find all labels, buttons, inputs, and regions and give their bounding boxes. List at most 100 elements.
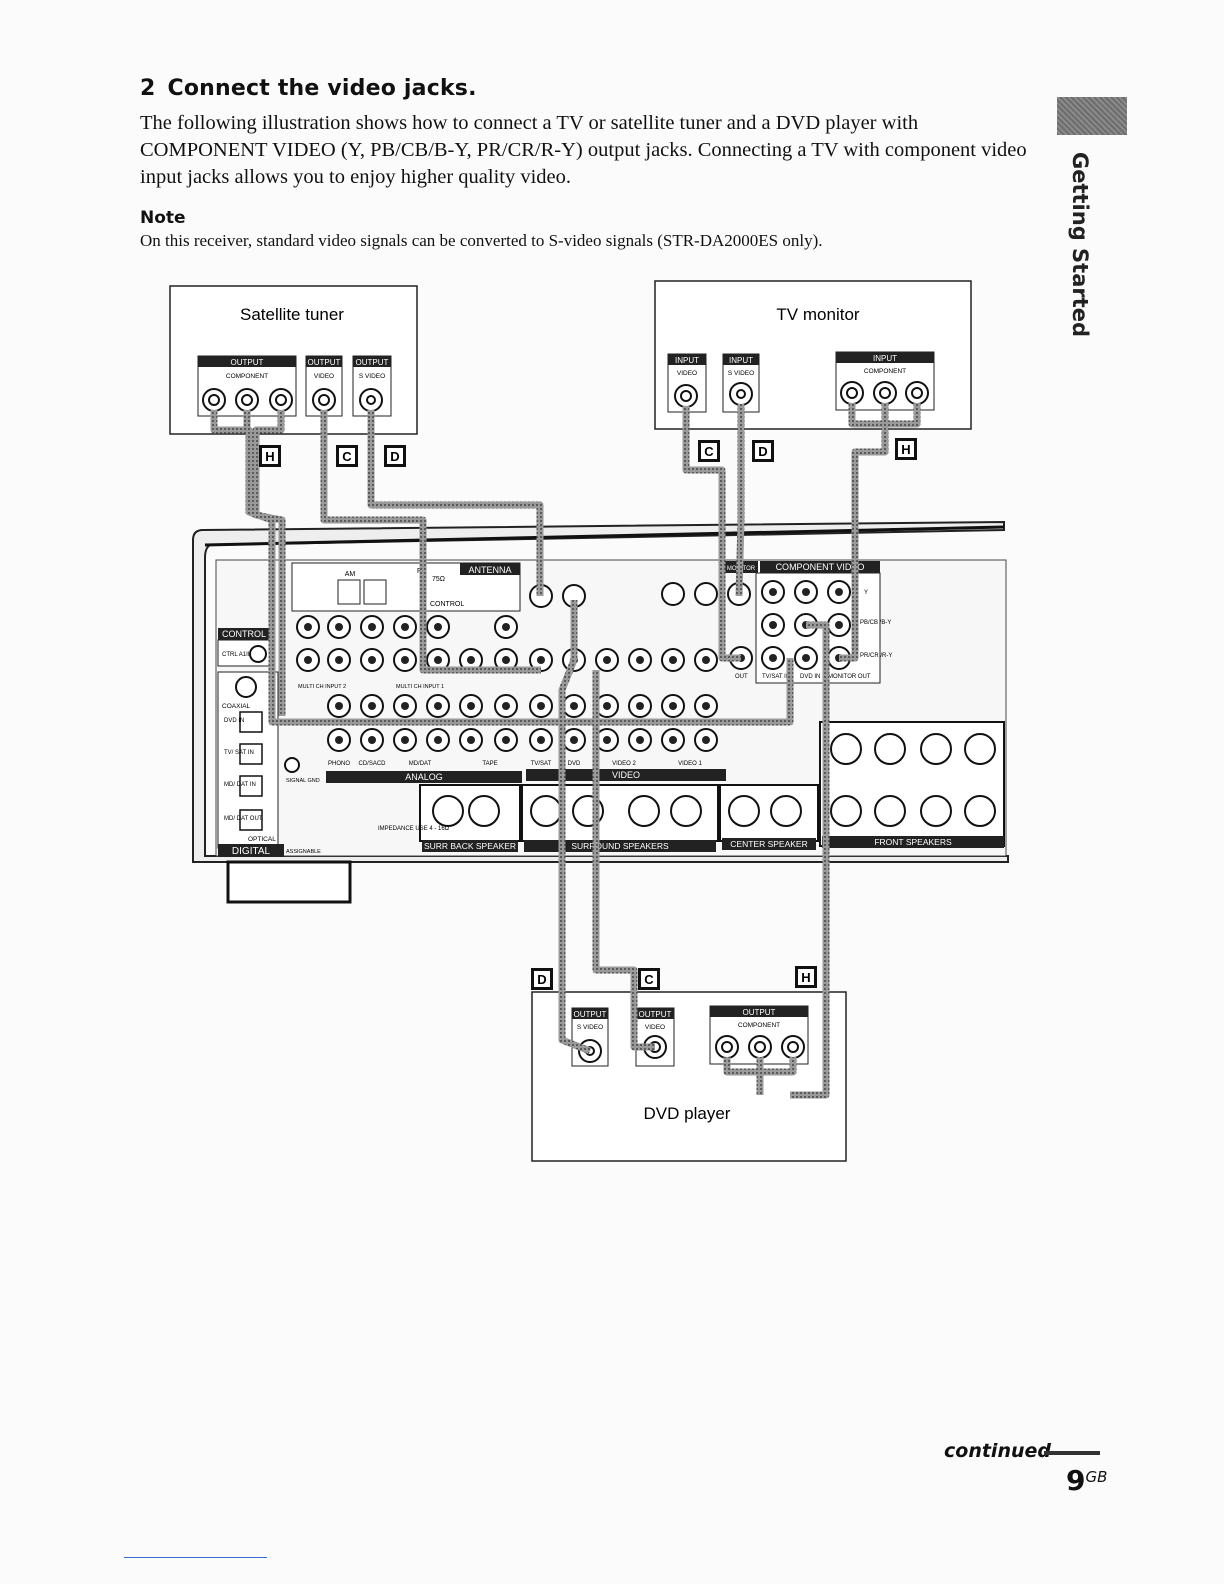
svg-text:OUTPUT: OUTPUT	[639, 1010, 672, 1019]
tag-d-dvd: D	[531, 968, 553, 990]
dvd-player-label: DVD player	[644, 1104, 731, 1123]
svg-text:MULTI CH INPUT 2: MULTI CH INPUT 2	[298, 684, 346, 690]
tag-c-satellite: C	[336, 445, 358, 467]
continued-label: continued	[944, 1440, 1051, 1462]
tag-h-dvd: H	[795, 966, 817, 988]
svg-text:COMPONENT: COMPONENT	[864, 368, 906, 375]
svg-text:S VIDEO: S VIDEO	[728, 370, 754, 377]
svg-text:IMPEDANCE USE 4 - 16Ω: IMPEDANCE USE 4 - 16Ω	[378, 826, 450, 832]
svg-text:ANALOG: ANALOG	[405, 772, 443, 782]
svg-text:H: H	[265, 449, 274, 464]
svg-text:TV/SAT: TV/SAT	[531, 761, 552, 767]
page-number: 9GB	[1066, 1464, 1108, 1497]
tag-c-tv: C	[698, 440, 720, 462]
tag-d-satellite: D	[384, 445, 406, 467]
svg-text:CONTROL: CONTROL	[430, 601, 464, 608]
svg-text:D: D	[758, 444, 767, 459]
svg-text:MD/ DAT IN: MD/ DAT IN	[224, 782, 256, 788]
svg-text:CD/SACD: CD/SACD	[358, 761, 386, 767]
svg-text:VIDEO 2: VIDEO 2	[612, 761, 636, 767]
svg-text:D: D	[537, 972, 546, 987]
svg-text:H: H	[801, 970, 810, 985]
tag-c-dvd: C	[638, 968, 660, 990]
cable-tags: H C D C D H D C H	[259, 438, 917, 990]
tag-d-tv: D	[752, 440, 774, 462]
svg-text:TV/ SAT IN: TV/ SAT IN	[224, 750, 254, 756]
step-title: Connect the video jacks.	[167, 76, 477, 101]
svg-text:OUTPUT: OUTPUT	[356, 358, 389, 367]
step-number: 2	[140, 76, 156, 101]
tag-h-tv: H	[895, 438, 917, 460]
receiver-rear-panel: ANTENNA AM FM 75Ω CONTROL CONTROL CTRL A…	[192, 520, 1009, 904]
svg-text:INPUT: INPUT	[675, 356, 699, 365]
svg-text:OUTPUT: OUTPUT	[308, 358, 341, 367]
svg-text:FRONT SPEAKERS: FRONT SPEAKERS	[874, 837, 952, 847]
svg-text:PR/CR /R-Y: PR/CR /R-Y	[860, 653, 892, 659]
svg-text:INPUT: INPUT	[729, 356, 753, 365]
svg-text:COMPONENT: COMPONENT	[226, 373, 268, 380]
optical-inputs	[239, 711, 263, 831]
svg-text:VIDEO: VIDEO	[612, 770, 640, 780]
svg-text:CONTROL: CONTROL	[222, 629, 266, 639]
svg-text:MULTI CH INPUT 1: MULTI CH INPUT 1	[396, 684, 444, 690]
svg-text:CTRL A1II: CTRL A1II	[222, 652, 250, 658]
svg-text:D: D	[390, 449, 399, 464]
tv-monitor: TV monitor INPUT VIDEO INPUT S VIDEO INP…	[654, 280, 972, 430]
svg-text:COAXIAL: COAXIAL	[222, 703, 251, 710]
tag-h-satellite: H	[259, 445, 281, 467]
svg-text:DVD IN: DVD IN	[224, 718, 244, 724]
satellite-tuner-label: Satellite tuner	[240, 305, 344, 324]
svg-text:OUTPUT: OUTPUT	[743, 1008, 776, 1017]
svg-text:OPTICAL: OPTICAL	[248, 836, 276, 843]
svg-text:C: C	[342, 449, 352, 464]
svg-text:ANTENNA: ANTENNA	[468, 565, 511, 575]
svg-text:VIDEO: VIDEO	[677, 370, 697, 377]
svg-text:OUT: OUT	[735, 674, 748, 680]
page-suffix: GB	[1085, 1468, 1108, 1486]
svg-text:DVD IN: DVD IN	[800, 674, 820, 680]
note-title: Note	[140, 208, 186, 228]
svg-text:SURR BACK SPEAKER: SURR BACK SPEAKER	[424, 841, 516, 851]
footer-rule	[124, 1557, 267, 1558]
svg-text:PB/CB /B-Y: PB/CB /B-Y	[860, 620, 891, 626]
video-cables	[210, 403, 921, 1099]
svg-text:C: C	[704, 444, 714, 459]
svg-text:Y: Y	[864, 590, 868, 596]
body-paragraph: The following illustration shows how to …	[140, 112, 1027, 188]
tv-monitor-label: TV monitor	[776, 305, 859, 324]
svg-text:S VIDEO: S VIDEO	[359, 373, 385, 380]
svg-text:MD/DAT: MD/DAT	[409, 761, 432, 767]
svg-text:TV/SAT IN: TV/SAT IN	[762, 674, 790, 680]
svg-text:VIDEO 1: VIDEO 1	[678, 761, 702, 767]
section-tab-marker	[1057, 97, 1127, 135]
svg-text:H: H	[901, 442, 910, 457]
svg-text:SIGNAL GND: SIGNAL GND	[286, 778, 320, 784]
svg-text:OUTPUT: OUTPUT	[574, 1010, 607, 1019]
svg-text:INPUT: INPUT	[873, 354, 897, 363]
satellite-tuner: Satellite tuner OUTPUT COMPONENT OUTPUT …	[169, 285, 418, 435]
svg-text:VIDEO: VIDEO	[645, 1024, 665, 1031]
dvd-player: DVD player OUTPUT S VIDEO OUTPUT VIDEO O…	[531, 991, 847, 1162]
svg-text:MD/ DAT OUT: MD/ DAT OUT	[224, 816, 263, 822]
speaker-terminals	[419, 721, 1005, 847]
svg-text:DVD: DVD	[568, 761, 581, 767]
svg-text:PHONO: PHONO	[328, 761, 350, 767]
svg-text:SURROUND SPEAKERS: SURROUND SPEAKERS	[571, 841, 669, 851]
svg-text:COMPONENT: COMPONENT	[738, 1022, 780, 1029]
svg-text:ASSIGNABLE: ASSIGNABLE	[286, 849, 321, 855]
svg-text:MONITOR OUT: MONITOR OUT	[828, 674, 871, 680]
svg-text:COMPONENT VIDEO: COMPONENT VIDEO	[776, 562, 865, 572]
svg-text:S VIDEO: S VIDEO	[577, 1024, 603, 1031]
section-heading: 2 Connect the video jacks.	[140, 76, 477, 101]
svg-text:DIGITAL: DIGITAL	[232, 846, 271, 857]
svg-text:75Ω: 75Ω	[432, 576, 445, 583]
section-tab-label: Getting Started	[1068, 152, 1092, 338]
svg-text:C: C	[644, 972, 654, 987]
continued-rule	[1044, 1451, 1100, 1455]
svg-text:VIDEO: VIDEO	[314, 373, 334, 380]
note-text: On this receiver, standard video signals…	[140, 231, 823, 250]
svg-text:OUTPUT: OUTPUT	[231, 358, 264, 367]
svg-text:TAPE: TAPE	[482, 761, 497, 767]
svg-text:CENTER SPEAKER: CENTER SPEAKER	[730, 839, 807, 849]
